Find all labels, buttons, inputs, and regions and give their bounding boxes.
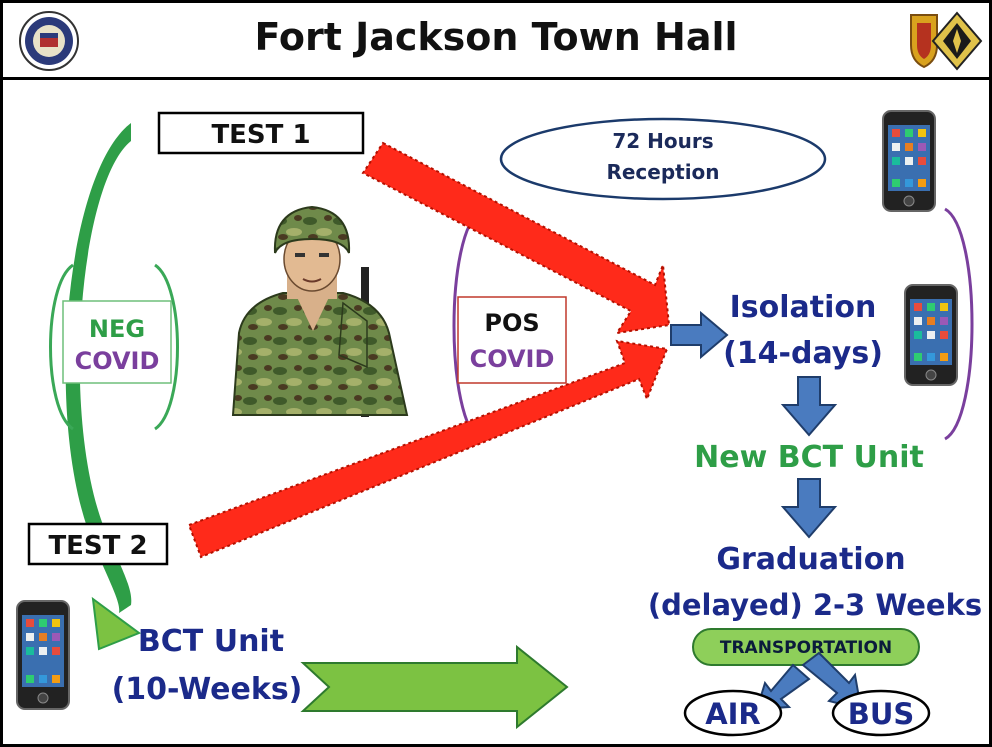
- test2-red-arrow: [187, 339, 669, 559]
- test1-red-arrow: [361, 141, 671, 335]
- graduation-line1: Graduation: [716, 542, 905, 577]
- smartphone-icon: [904, 284, 958, 386]
- bus-label: BUS: [848, 697, 915, 731]
- reception-line2: Reception: [606, 160, 719, 184]
- new-bct-label: New BCT Unit: [694, 440, 924, 475]
- pos-line2: COVID: [470, 345, 555, 373]
- green-curve-arrow: [65, 123, 132, 613]
- neg-covid-box: [62, 300, 172, 384]
- to-bus-arrow: [801, 651, 863, 711]
- test1-box: [157, 111, 365, 155]
- pos-covid-box: [457, 296, 567, 384]
- smartphone-icon: [882, 110, 936, 212]
- page: Fort Jackson Town Hall 72 Hours Receptio…: [3, 3, 989, 744]
- bct-line1: BCT Unit: [138, 624, 284, 659]
- smartphone-icon: [16, 600, 70, 710]
- to-isolation-arrow: [670, 310, 729, 360]
- air-label: AIR: [705, 697, 761, 731]
- flow-diagram: 72 Hours Reception TEST 1 TEST 2 NEG COV…: [16, 110, 982, 737]
- bct-to-graduation-green-arrow: [300, 644, 569, 730]
- graduation-line2: (delayed) 2-3 Weeks: [648, 588, 982, 622]
- transportation-label: TRANSPORTATION: [720, 638, 892, 658]
- isolation-line2: (14-days): [723, 336, 883, 371]
- test1-label: TEST 1: [211, 120, 310, 150]
- neg-bracket-right: [154, 263, 179, 431]
- test2-box: [27, 522, 169, 566]
- test2-label: TEST 2: [48, 531, 147, 561]
- soldier-icon: [231, 205, 409, 417]
- page-title: Fort Jackson Town Hall: [254, 15, 738, 59]
- reception-line1: 72 Hours: [612, 129, 713, 153]
- neg-line2: COVID: [75, 347, 160, 375]
- neg-bracket-left: [49, 263, 74, 431]
- neg-line1: NEG: [89, 315, 145, 343]
- unit-crest-icon: [910, 11, 983, 71]
- bct-line2: (10-Weeks): [112, 672, 303, 707]
- army-seal-icon: [19, 11, 79, 71]
- pos-bracket-right: [944, 207, 974, 441]
- pos-line1: POS: [484, 309, 539, 337]
- isolation-line1: Isolation: [730, 290, 877, 325]
- to-graduation-arrow: [780, 478, 838, 539]
- header-art: [19, 11, 983, 71]
- header-bar: Fort Jackson Town Hall: [3, 3, 989, 80]
- reception-oval: [499, 117, 827, 201]
- bus-oval: [831, 689, 931, 737]
- to-new-bct-arrow: [780, 376, 838, 437]
- green-curve-arrowhead: [91, 596, 142, 651]
- air-oval: [683, 689, 783, 737]
